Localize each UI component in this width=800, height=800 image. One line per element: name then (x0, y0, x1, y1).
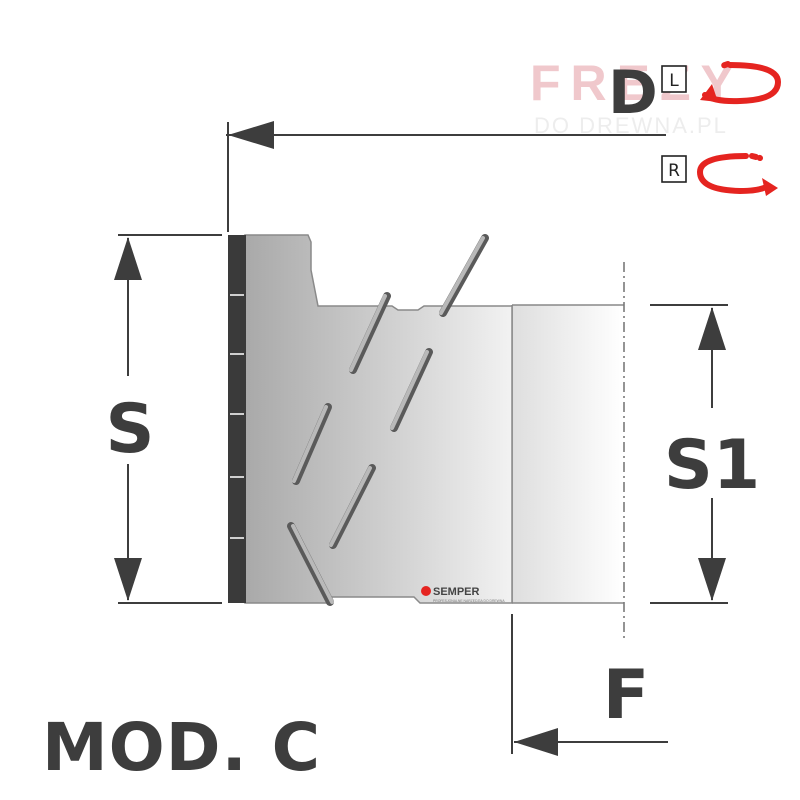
height-dimension (106, 234, 222, 604)
cutter-edge (228, 235, 246, 603)
diameter-dimension-arrow (226, 121, 666, 232)
watermark-line-2: DO DREWNA.PL (534, 113, 728, 138)
inner-height-label: S1 (664, 426, 760, 505)
offset-label: F (603, 656, 649, 735)
semper-logo-brand: SEMPER (433, 586, 480, 598)
semper-logo-icon (421, 586, 431, 596)
cutter-shank (512, 305, 624, 603)
cutter-blades (287, 234, 489, 606)
rotation-left: L (661, 61, 782, 105)
watermark-line-1: FREZY (530, 55, 744, 111)
rotation-right-label: R (668, 161, 680, 181)
clockwise-rotation-arrow-icon (696, 153, 778, 196)
watermark: FREZY DO DREWNA.PL (530, 55, 744, 138)
cutter-head: SEMPER PROFESJONALNE NARZĘDZIA DO DREWNA (228, 234, 624, 606)
cutter-body (244, 234, 513, 604)
counter-clockwise-rotation-arrow-icon (700, 61, 782, 105)
rotation-right: R (661, 153, 778, 196)
rotation-left-label: L (669, 71, 679, 91)
height-label: S (106, 390, 155, 469)
semper-logo: SEMPER PROFESJONALNE NARZĘDZIA DO DREWNA (421, 586, 505, 603)
diameter-label: D (608, 58, 658, 128)
rotation-left-box (661, 65, 687, 93)
model-label: MOD. C (42, 709, 321, 786)
rotation-right-box (661, 155, 687, 183)
semper-logo-tagline: PROFESJONALNE NARZĘDZIA DO DREWNA (433, 599, 505, 603)
inner-height-dimension (650, 304, 752, 604)
offset-dimension (511, 614, 668, 756)
